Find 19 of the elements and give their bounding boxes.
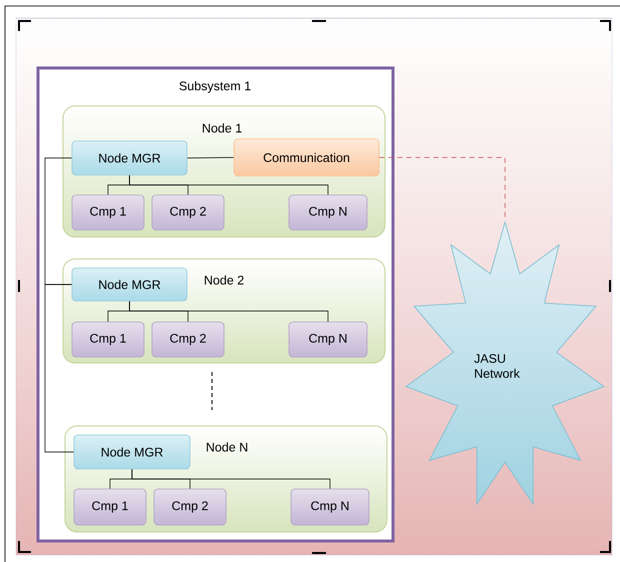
component-box: Cmp 1 <box>72 322 144 358</box>
component-box: Cmp 1 <box>74 488 146 526</box>
component-box: Cmp 2 <box>152 322 224 358</box>
connector-line <box>129 301 328 322</box>
connector-line <box>132 469 330 489</box>
component-box: Cmp N <box>288 194 368 230</box>
connector-line <box>187 157 234 158</box>
component-box: Cmp 2 <box>154 488 226 526</box>
communication-box: Communication <box>234 138 380 176</box>
manager-box: Node MGR <box>72 268 188 302</box>
component-box: Cmp N <box>288 322 368 358</box>
component-box: Cmp N <box>290 488 370 526</box>
component-box: Cmp 2 <box>152 194 224 230</box>
connector-line <box>44 284 74 452</box>
manager-box: Node MGR <box>72 140 188 176</box>
component-box: Cmp 1 <box>72 194 144 230</box>
manager-box: Node MGR <box>74 434 190 470</box>
connector-line <box>129 175 328 195</box>
connector-line <box>44 158 72 285</box>
